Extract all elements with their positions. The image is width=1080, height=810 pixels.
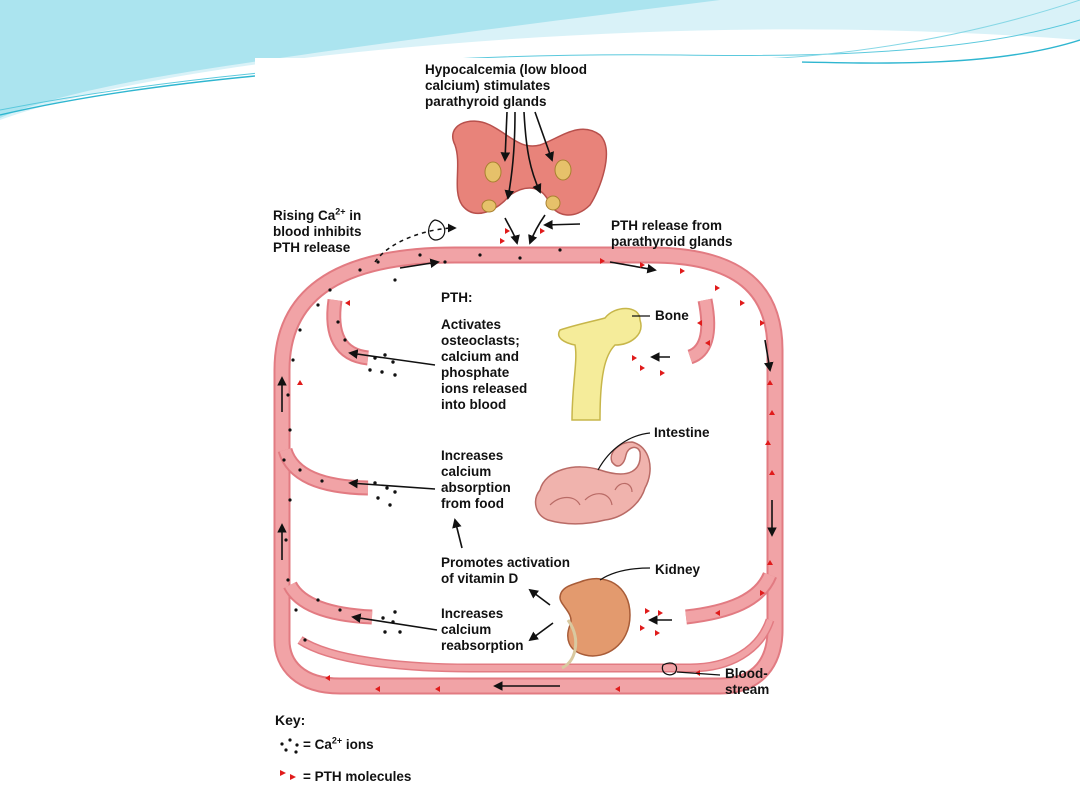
inhibition-ring-symbol [428,219,446,241]
pth-dots-near-organs [632,355,665,636]
rising-calcium-label: Rising Ca2+ in blood inhibits PTH releas… [273,206,362,256]
key-pth-symbol [280,770,296,780]
vitamin-d-label: Promotes activation of vitamin D [441,555,571,586]
leader-lines [597,315,721,676]
key-calcium-superscript: 2+ [331,735,343,746]
kidney-action-label: Increases calcium reabsorption [441,606,524,653]
pth-heading: PTH: [441,290,473,305]
rising-calcium-text-a: Rising Ca [273,208,336,223]
key-calcium-symbol [280,738,299,754]
rising-calcium-superscript: 2+ [335,206,346,217]
bone-action-label: Activates osteoclasts; calcium and phosp… [441,317,528,412]
calcium-ion-dots [282,248,562,642]
kidney-illustration [559,577,631,670]
parathyroid-gland-illustration [452,120,608,216]
flow-arrows [277,258,777,691]
bloodstream-vessel [273,246,784,695]
key-pth-label: = PTH molecules [303,769,412,784]
intestine-label: Intestine [654,425,710,440]
released-calcium-dots [368,353,402,634]
action-arrows [348,219,672,642]
intestine-action-label: Increases calcium absorption from food [441,448,511,511]
bone-label: Bone [655,308,689,323]
intestine-illustration [534,441,651,525]
bloodstream-label: Blood- stream [725,666,770,697]
hypocalcemia-label: Hypocalcemia (low blood calcium) stimula… [425,62,588,109]
bone-illustration [558,307,642,421]
key-calcium-text-a: = Ca [303,737,332,752]
key-calcium-text-b: ions [342,737,374,752]
stimulus-arrows [500,111,554,245]
rising-calcium-text-b: in blood inhibits PTH release [273,208,362,255]
inhibition-dashed-arrow [374,223,457,263]
kidney-label: Kidney [655,562,701,577]
pth-release-label: PTH release from parathyroid glands [611,218,733,249]
key-title: Key: [275,712,306,728]
key-calcium-label: = Ca2+ ions [303,735,374,753]
pth-release-markers [500,228,545,244]
